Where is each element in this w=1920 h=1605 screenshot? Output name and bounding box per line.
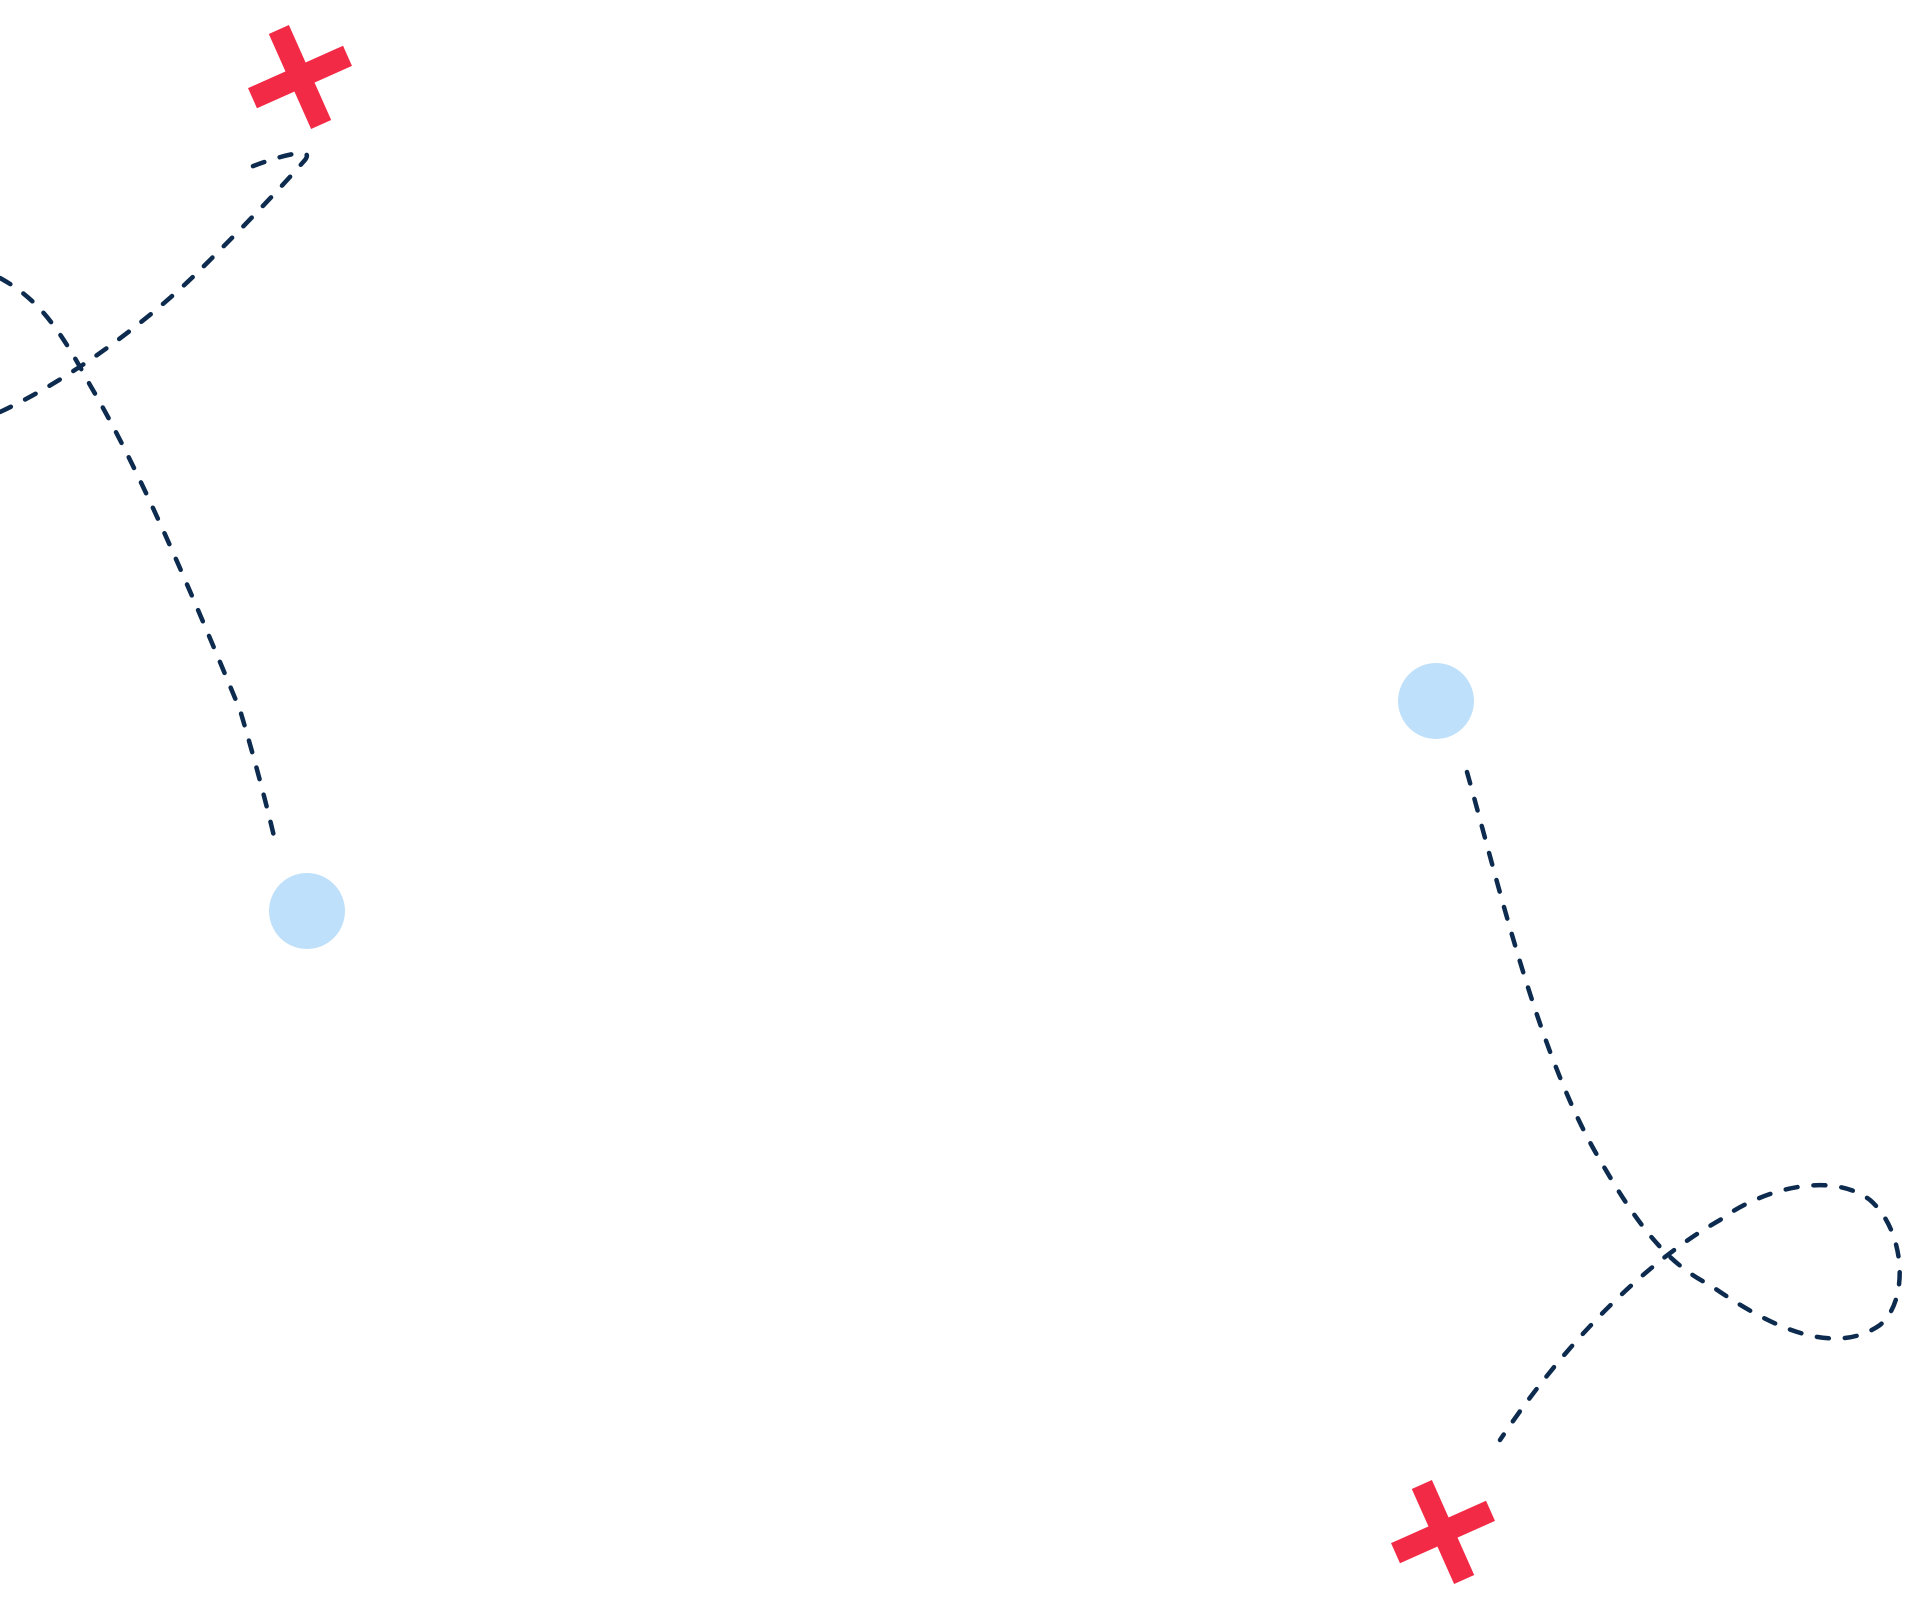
route-top-left bbox=[0, 25, 352, 949]
start-circle-icon bbox=[269, 873, 345, 949]
trail-bottom-right-from-start bbox=[1464, 769, 1902, 1443]
destination-x-icon bbox=[1391, 1480, 1495, 1584]
trail-top-left-to-start bbox=[0, 275, 279, 848]
trail-top-left-to-destination bbox=[0, 150, 310, 415]
destination-x-icon bbox=[248, 25, 352, 129]
start-circle-icon bbox=[1398, 663, 1474, 739]
route-bottom-right bbox=[1391, 663, 1902, 1584]
